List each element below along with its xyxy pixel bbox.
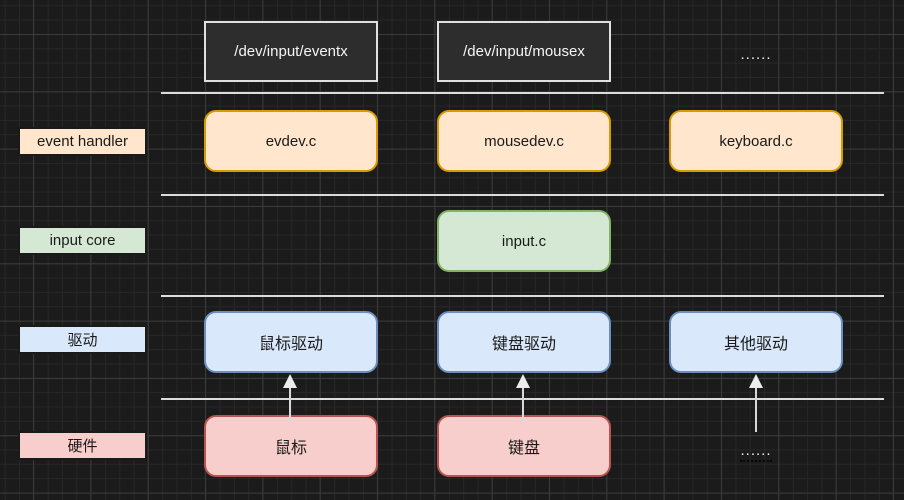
- node-input-c: input.c: [437, 210, 611, 272]
- node-mouse-driver: 鼠标驱动: [204, 311, 378, 373]
- bottom-ellipsis-text: ......: [740, 442, 772, 459]
- bottom-ellipsis-underline: [740, 460, 772, 462]
- node-dev-input-eventx: /dev/input/eventx: [204, 21, 378, 82]
- layer-label-driver: 驱动: [18, 325, 147, 354]
- node-keyboard-c: keyboard.c: [669, 110, 843, 172]
- arrow-keyboard-to-keyboard-driver: [515, 374, 531, 423]
- node-other-driver: 其他驱动: [669, 311, 843, 373]
- node-mouse-hardware: 鼠标: [204, 415, 378, 477]
- separator-line-3: [161, 295, 884, 297]
- node-dev-input-mousex: /dev/input/mousex: [437, 21, 611, 82]
- node-evdev-c: evdev.c: [204, 110, 378, 172]
- node-keyboard-hardware: 键盘: [437, 415, 611, 477]
- arrow-up-icon: [749, 374, 763, 388]
- separator-line-2: [161, 194, 884, 196]
- arrow-up-icon: [283, 374, 297, 388]
- separator-line-1: [161, 92, 884, 94]
- arrow-up-icon: [516, 374, 530, 388]
- layer-label-input-core: input core: [18, 226, 147, 255]
- arrow-other-to-other-driver: [748, 374, 764, 432]
- arrow-mouse-to-mouse-driver: [282, 374, 298, 423]
- layer-label-hardware: 硬件: [18, 431, 147, 460]
- node-keyboard-driver: 键盘驱动: [437, 311, 611, 373]
- layer-label-event-handler: event handler: [18, 127, 147, 156]
- top-ellipsis-text: ......: [740, 46, 772, 63]
- node-mousedev-c: mousedev.c: [437, 110, 611, 172]
